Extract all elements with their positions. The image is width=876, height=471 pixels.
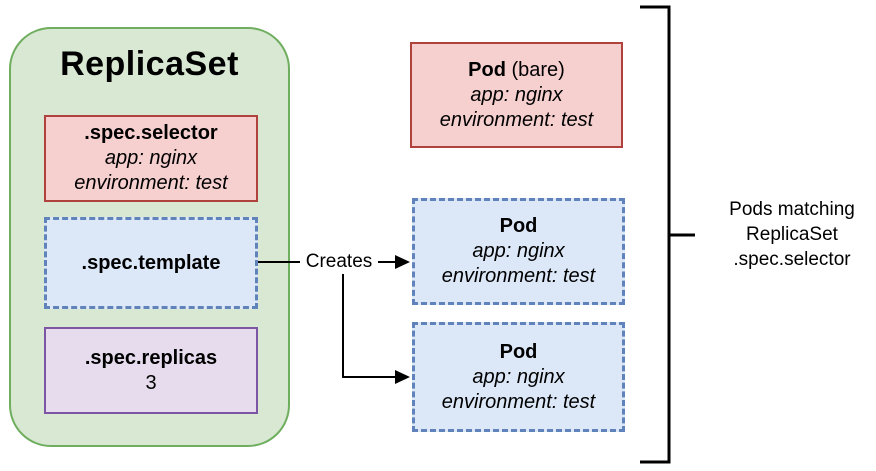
pod-created-box-2: Pod app: nginx environment: test [412,322,625,432]
creates-branch-line [342,274,396,378]
spec-replicas-box: .spec.replicas 3 [44,327,258,414]
spec-template-box: .spec.template [44,217,258,309]
pod-2-label-app: app: nginx [472,365,565,388]
pod-bare-label-environment: environment: test [439,108,594,131]
arrowhead-pod-1-icon [395,255,410,269]
replicaset-container: ReplicaSet .spec.selector app: nginx env… [9,27,290,447]
pod-created-box-1: Pod app: nginx environment: test [412,198,625,305]
arrowhead-pod-2-icon [395,370,410,384]
spec-replicas-title: .spec.replicas [84,346,218,369]
creates-label: Creates [300,250,378,274]
pod-1-title: Pod [499,215,538,237]
spec-selector-box: .spec.selector app: nginx environment: t… [44,115,258,202]
spec-selector-title: .spec.selector [84,122,218,144]
pod-1-label-app: app: nginx [472,240,565,262]
pod-bare-label-app: app: nginx [470,83,563,106]
pod-2-label-environment: environment: test [441,390,596,413]
replicaset-title: ReplicaSet [60,45,239,83]
pod-bare-title: Pod (bare) [468,58,565,81]
pod-2-title: Pod [499,340,538,363]
spec-selector-label-environment: environment: test [74,172,228,194]
pod-1-label-environment: environment: test [441,265,596,287]
spec-replicas-value: 3 [145,371,157,394]
spec-template-title: .spec.template [81,251,221,274]
spec-selector-label-app: app: nginx [104,147,198,169]
bracket-icon [640,5,671,464]
pod-bare-box: Pod (bare) app: nginx environment: test [410,42,623,148]
bracket-annotation: Pods matching ReplicaSet .spec.selector [729,199,855,270]
